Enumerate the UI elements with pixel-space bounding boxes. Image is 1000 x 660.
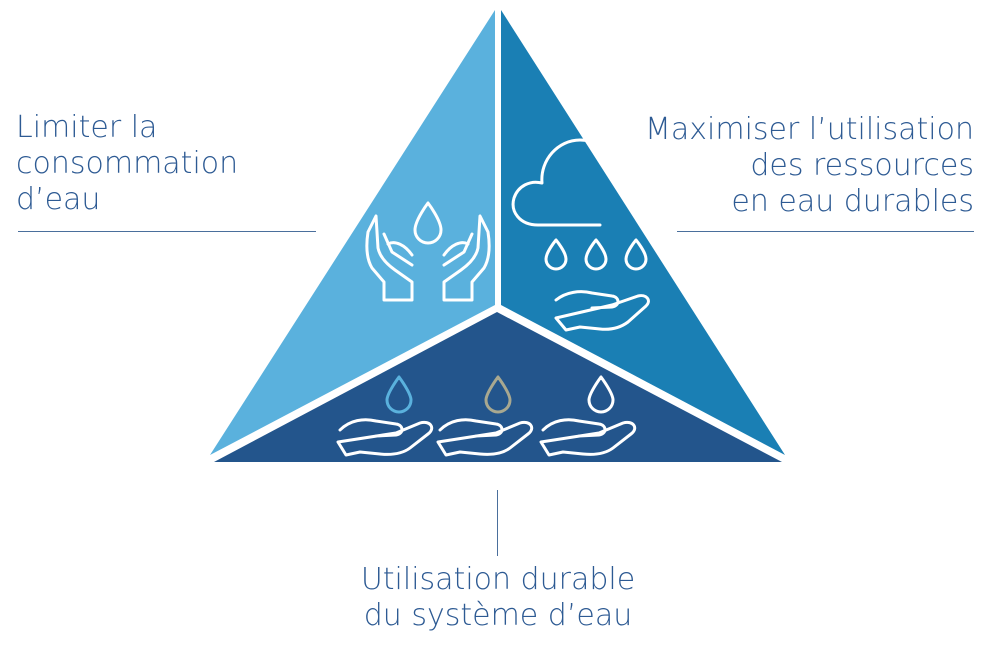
right-divider-line [677,231,974,232]
label-line: Maximiser l’utilisation [644,112,974,147]
label-line: du système d’eau [363,598,633,633]
bottom-connector-line [497,490,498,556]
label-line: des ressources [750,148,974,183]
label-sustainable-water-system: Utilisation durable du système d’eau [300,562,696,634]
label-line: d’eau [16,182,101,217]
rain-cloud-over-hand-icon [511,138,650,332]
hand-with-white-drop-icon [539,375,637,457]
hands-holding-water-drop-icon [365,201,491,302]
label-line: Utilisation durable [360,562,636,597]
left-divider-line [18,231,316,232]
label-line: consommation [16,146,239,181]
label-limit-water-consumption: Limiter la consommation d’eau [16,110,238,218]
left-segment [210,10,495,455]
right-segment [501,10,785,455]
label-line: en eau durables [731,184,974,219]
label-line: Limiter la [16,110,158,145]
label-maximize-sustainable-resources: Maximiser l’utilisation des ressources e… [645,112,974,220]
hand-with-blue-drop-icon [336,375,434,457]
hand-with-tan-drop-icon [436,375,534,457]
bottom-segment [214,312,782,462]
